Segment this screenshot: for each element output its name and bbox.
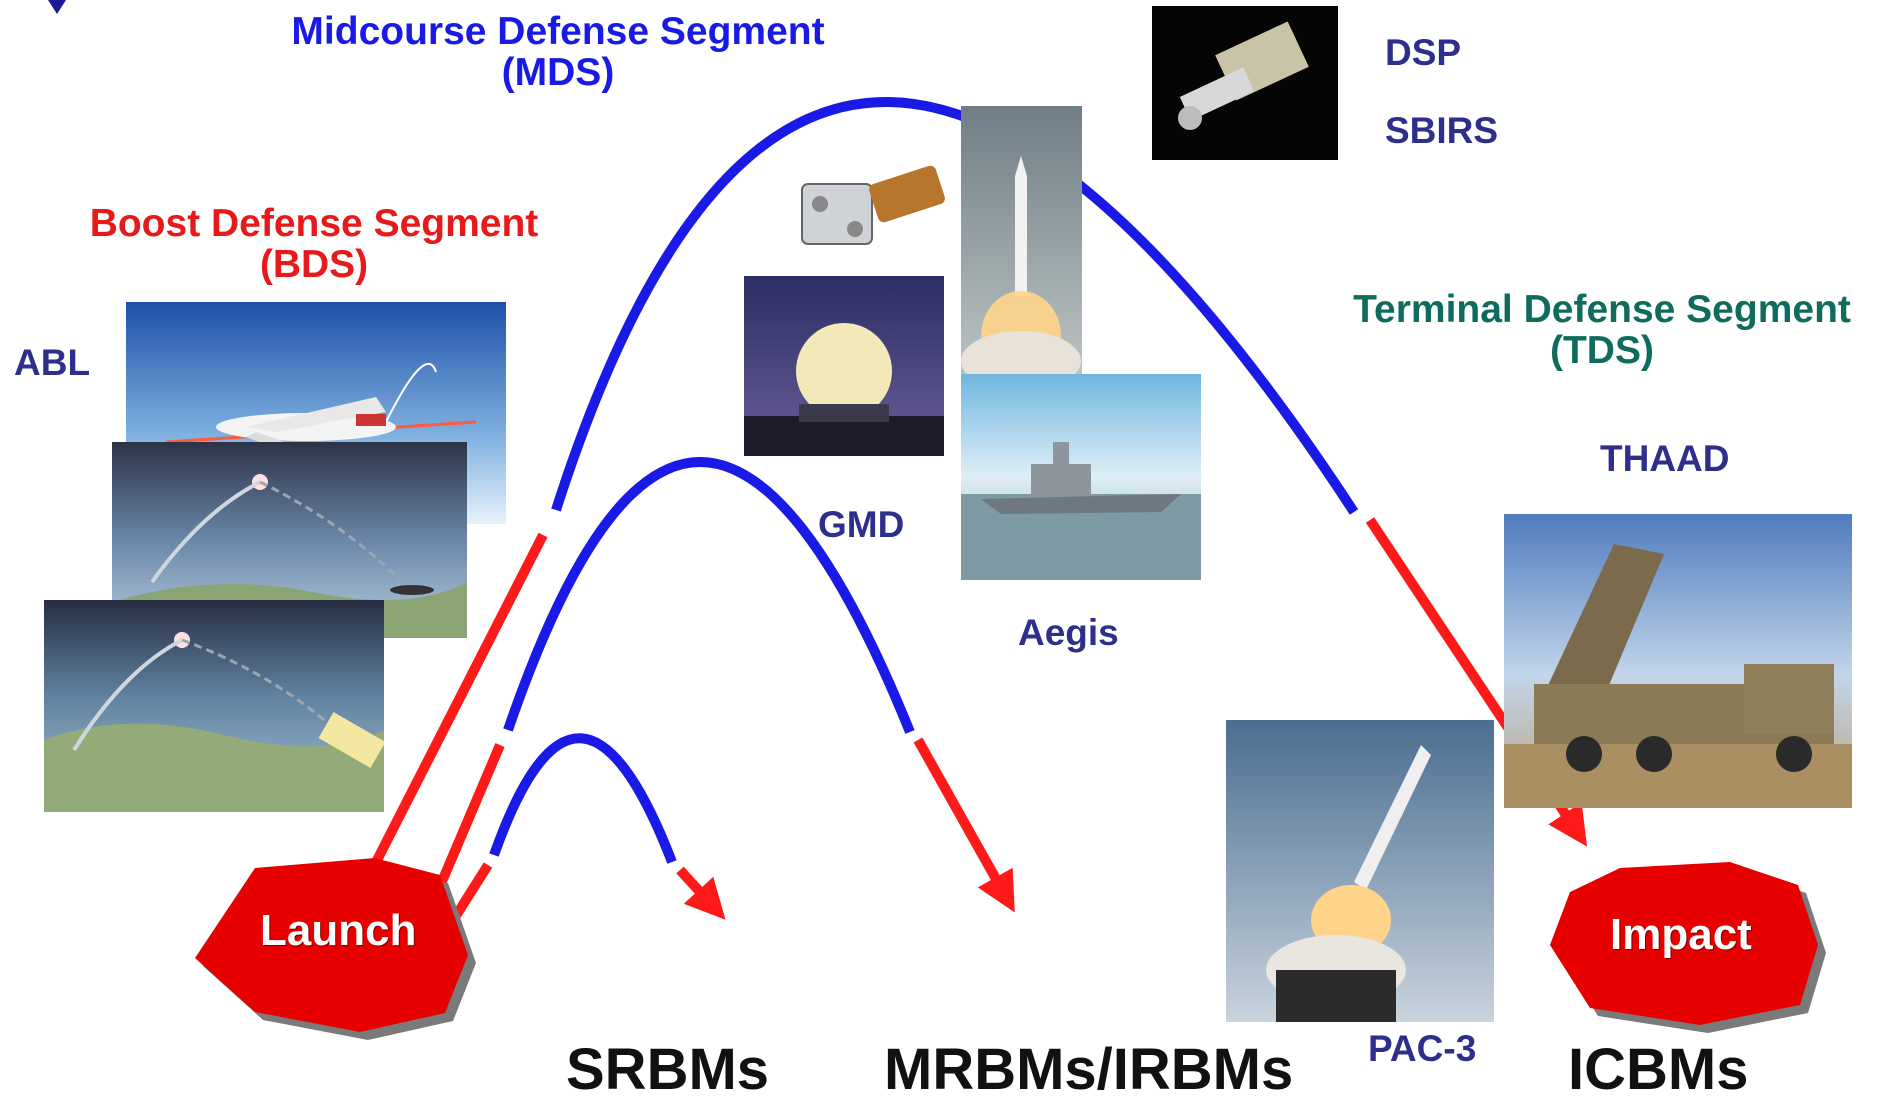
sbirs-label: SBIRS xyxy=(1385,110,1499,151)
dsp-satellite-photo xyxy=(1152,6,1338,160)
srbm-midcourse-phase xyxy=(489,733,677,864)
corner-mark-icon xyxy=(48,0,66,14)
mrbm-terminal-phase xyxy=(913,737,1015,913)
icbm-midcourse-phase xyxy=(551,97,1359,515)
aegis-cruiser-photo xyxy=(961,374,1201,580)
pac3-launch-photo xyxy=(1226,720,1494,1022)
terminal-segment-abbr: (TDS) xyxy=(1550,328,1654,372)
icbm-label: ICBMs xyxy=(1568,1037,1749,1102)
radar-dome-photo xyxy=(744,276,944,456)
midcourse-segment-label: Midcourse Defense Segment (MDS) xyxy=(262,10,854,94)
mrbm-label: MRBMs/IRBMs xyxy=(884,1037,1294,1102)
pac3-label: PAC-3 xyxy=(1368,1028,1477,1069)
srbm-label: SRBMs xyxy=(566,1037,770,1102)
mrbm-trajectory xyxy=(427,457,1015,913)
launch-label: Launch xyxy=(260,906,417,955)
launch-marker xyxy=(195,858,476,1040)
impact-label: Impact xyxy=(1610,910,1752,959)
mrbm-midcourse-phase xyxy=(503,457,915,734)
abl-label: ABL xyxy=(14,342,91,383)
boost-segment-title: Boost Defense Segment xyxy=(89,202,539,245)
kill-vehicle-photo xyxy=(780,144,960,270)
dsp-label: DSP xyxy=(1385,32,1462,73)
thaad-label: THAAD xyxy=(1600,438,1730,479)
mrbm-boost-phase xyxy=(427,743,505,907)
boost-segment-label: Boost Defense Segment (BDS) xyxy=(66,202,562,286)
icbm-boost-phase xyxy=(367,532,548,873)
terminal-segment-title: Terminal Defense Segment xyxy=(1353,288,1851,331)
boost-segment-abbr: (BDS) xyxy=(259,242,369,286)
midcourse-segment-title: Midcourse Defense Segment xyxy=(291,10,825,53)
gmd-label: GMD xyxy=(818,504,905,545)
boost-intercept-2-photo xyxy=(44,600,384,812)
aegis-label: Aegis xyxy=(1018,612,1119,653)
srbm-terminal-phase xyxy=(676,866,726,920)
midcourse-segment-abbr: (MDS) xyxy=(501,50,615,94)
interceptor-launch-photo xyxy=(961,106,1082,387)
thaad-launcher-photo xyxy=(1504,514,1852,808)
terminal-segment-label: Terminal Defense Segment (TDS) xyxy=(1322,288,1882,372)
impact-marker xyxy=(1550,862,1826,1033)
